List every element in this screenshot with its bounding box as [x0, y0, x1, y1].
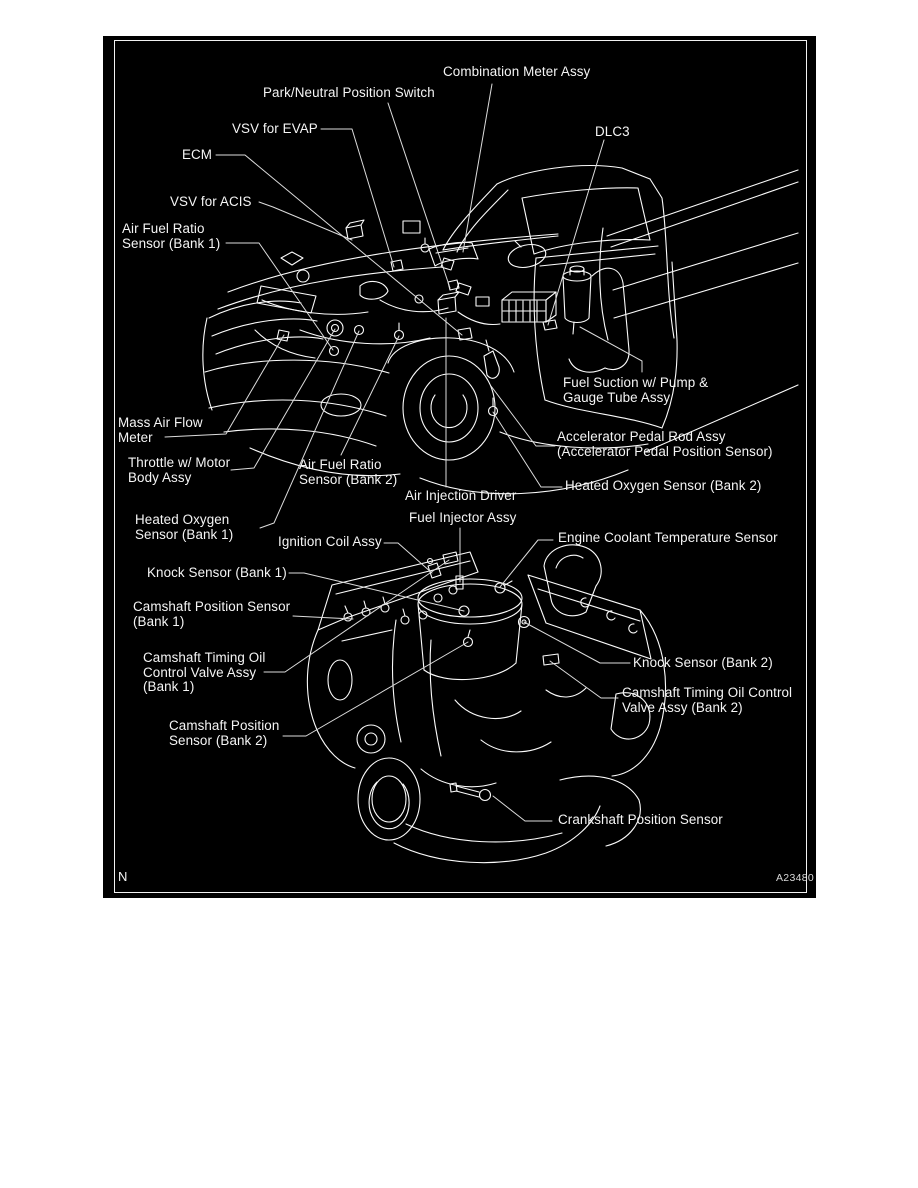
label-vsv-for-acis: VSV for ACIS	[170, 194, 252, 209]
crankshaft-sensor-part	[450, 783, 491, 801]
label-knock-sensor-bank1: Knock Sensor (Bank 1)	[147, 565, 287, 580]
label-knock-sensor-bank2: Knock Sensor (Bank 2)	[633, 655, 773, 670]
throttle-body-part	[327, 320, 343, 336]
leader-fuel-suction	[580, 327, 642, 372]
label-mass-air-flow-meter: Mass Air Flow Meter	[118, 415, 203, 445]
dlc3-part	[543, 320, 557, 330]
label-accelerator-pedal-rod-assy: Accelerator Pedal Rod Assy (Accelerator …	[557, 429, 773, 459]
label-fuel-injector-assy: Fuel Injector Assy	[409, 510, 517, 525]
ecm-part	[458, 328, 472, 340]
leader-ignition-coil	[384, 543, 432, 573]
fog-lamp	[321, 394, 361, 416]
ect-sensor-part	[495, 581, 512, 593]
engine-drawing	[307, 545, 665, 863]
leader-crank	[493, 796, 552, 821]
afr-bank2-part	[395, 331, 404, 340]
leader-afr-bank2	[341, 336, 399, 455]
leader-park-neutral	[388, 103, 450, 288]
fuel-injector-part	[456, 576, 463, 589]
leader-maf	[165, 335, 284, 437]
figure-code: A23480	[776, 872, 815, 884]
crank-pulley	[357, 725, 420, 840]
label-crankshaft-position-sensor: Crankshaft Position Sensor	[558, 812, 723, 827]
air-injection-driver-part	[438, 292, 459, 314]
ignition-coil-part	[428, 559, 442, 579]
label-park-neutral-position-switch: Park/Neutral Position Switch	[263, 85, 435, 100]
maf-part	[277, 330, 289, 341]
leader-ocv2	[550, 661, 618, 698]
label-heated-oxygen-sensor-bank2: Heated Oxygen Sensor (Bank 2)	[565, 478, 762, 493]
leader-cam-pos2	[283, 642, 468, 736]
label-heated-oxygen-sensor-bank1: Heated Oxygen Sensor (Bank 1)	[135, 512, 234, 542]
side-mirror	[506, 241, 548, 271]
leader-ho2s-bank1	[260, 331, 359, 528]
label-camshaft-position-sensor-bank2: Camshaft Position Sensor (Bank 2)	[169, 718, 280, 748]
figure-frame	[114, 40, 807, 893]
knock-sensor-bank1-part	[459, 606, 469, 616]
knock-sensor-bank2-part	[519, 617, 530, 628]
park-neutral-switch-part	[448, 280, 459, 290]
leader-afr-bank1	[226, 243, 333, 350]
label-throttle-motor-body: Throttle w/ Motor Body Assy	[128, 455, 231, 485]
component-location-diagram: Combination Meter Assy Park/Neutral Posi…	[103, 36, 816, 898]
ocv-bank1-part	[443, 552, 458, 564]
leader-knock1	[289, 573, 464, 611]
label-air-fuel-ratio-sensor-bank1: Air Fuel Ratio Sensor (Bank 1)	[122, 221, 221, 251]
ho2s-bank2-part	[489, 407, 498, 416]
truck-drawing	[203, 166, 798, 494]
leader-ecm	[216, 155, 462, 335]
label-camshaft-timing-ocv-bank2: Camshaft Timing Oil Control Valve Assy (…	[622, 685, 793, 715]
front-wheel	[403, 356, 495, 460]
label-air-fuel-ratio-sensor-bank2: Air Fuel Ratio Sensor (Bank 2)	[299, 457, 398, 487]
label-engine-coolant-temp-sensor: Engine Coolant Temperature Sensor	[558, 530, 778, 545]
afr-bank1-part	[330, 347, 339, 356]
front-grille	[203, 286, 389, 446]
label-camshaft-position-sensor-bank1: Camshaft Position Sensor (Bank 1)	[133, 599, 291, 629]
leader-vsv-acis	[259, 202, 352, 240]
combination-meter-part	[429, 242, 478, 266]
camshaft-sensor-bank2-part	[464, 630, 473, 647]
leader-throttle	[231, 329, 335, 470]
leader-ect	[500, 540, 553, 587]
label-ecm: ECM	[182, 147, 213, 162]
fuel-pump-part	[563, 266, 591, 334]
leader-dlc3	[548, 140, 604, 325]
vsv-evap-part	[391, 260, 403, 271]
ho2s-bank1-part	[355, 326, 364, 335]
leader-cam-pos1	[293, 616, 353, 619]
label-air-injection-driver: Air Injection Driver	[405, 488, 517, 503]
leader-vsv-evap	[321, 129, 394, 267]
label-dlc3: DLC3	[595, 124, 630, 139]
headlight	[257, 286, 316, 313]
vsv-acis-part	[346, 220, 364, 239]
ocv-bank2-part	[543, 654, 559, 665]
label-combination-meter-assy: Combination Meter Assy	[443, 64, 591, 79]
camshaft-sensors-bank1	[344, 586, 457, 624]
leader-accel-pedal	[491, 386, 555, 446]
leader-knock2	[524, 622, 630, 663]
label-vsv-for-evap: VSV for EVAP	[232, 121, 318, 136]
leader-combination-meter	[463, 84, 492, 252]
vehicle-line-art	[103, 36, 816, 898]
label-camshaft-timing-ocv-bank1: Camshaft Timing Oil Control Valve Assy (…	[143, 650, 266, 695]
label-fuel-suction-pump: Fuel Suction w/ Pump & Gauge Tube Assy	[563, 375, 709, 405]
figure-index-mark: N	[118, 869, 128, 884]
leader-lines	[165, 84, 642, 821]
leader-ocv1	[264, 560, 449, 672]
leader-ho2s-bank2	[493, 412, 562, 487]
accelerator-pedal-part	[484, 340, 499, 378]
battery-part	[502, 292, 556, 322]
label-ignition-coil-assy: Ignition Coil Assy	[278, 534, 382, 549]
intake-plenum	[418, 579, 522, 680]
